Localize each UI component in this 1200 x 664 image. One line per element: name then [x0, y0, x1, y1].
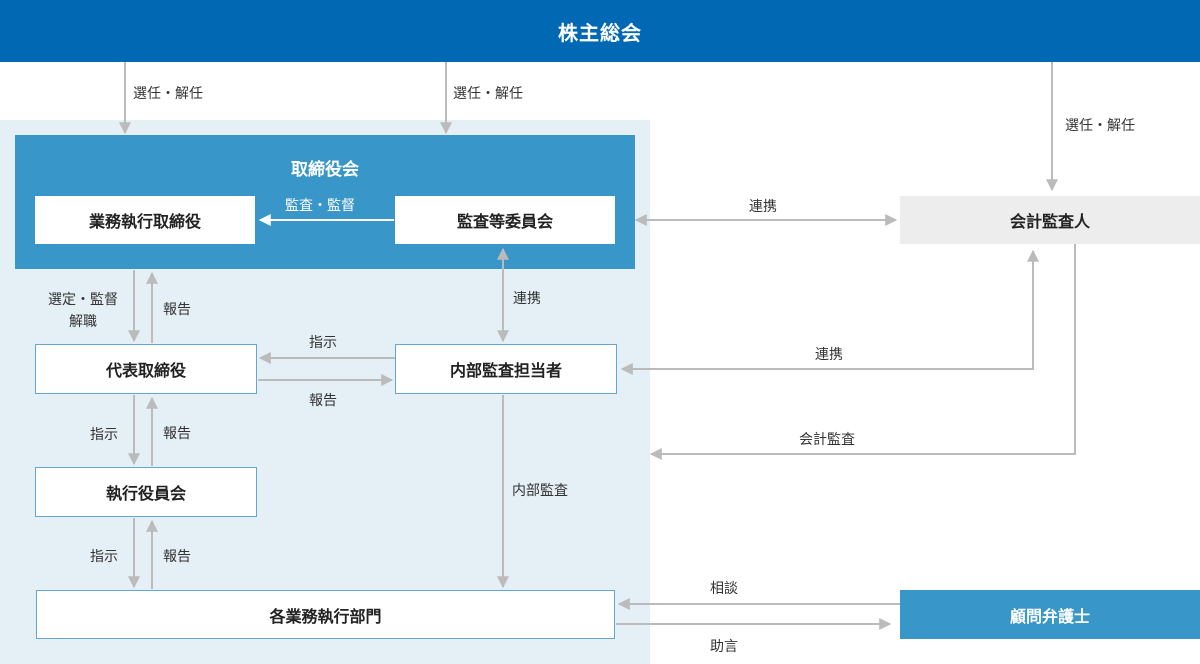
representative-director-box: 代表取締役 [35, 344, 257, 394]
label-audit-supervise: 監査・監督 [285, 198, 355, 214]
label-accounting-audit: 会計監査 [799, 432, 855, 448]
audit-committee-box: 監査等委員会 [395, 196, 615, 244]
label-consultation: 相談 [710, 581, 738, 597]
label-select-supervise-line2: 解職 [69, 314, 97, 330]
label-instruction-3: 指示 [90, 549, 118, 565]
accounting-auditor-box: 会計監査人 [900, 196, 1200, 244]
business-departments-box: 各業務執行部門 [36, 590, 615, 639]
board-title: 取締役会 [291, 160, 359, 180]
arrow-accounting-audit [649, 244, 1076, 460]
label-advice: 助言 [710, 639, 738, 655]
label-cooperation-auditor-internal: 連携 [815, 347, 843, 363]
internal-audit-staff-box: 内部監査担当者 [395, 344, 617, 394]
executive-directors-box: 業務執行取締役 [35, 196, 255, 244]
legal-advisor-box: 顧問弁護士 [900, 590, 1200, 639]
label-cooperation-auditor-committee: 連携 [749, 199, 777, 215]
label-cooperation-committee-internal: 連携 [513, 291, 541, 307]
label-elect-dismiss-2: 選任・解任 [453, 86, 523, 102]
label-elect-dismiss-3: 選任・解任 [1065, 118, 1135, 134]
label-instruction-1: 指示 [309, 335, 337, 351]
executive-officers-committee-box: 執行役員会 [35, 467, 257, 517]
label-report-3: 報告 [163, 426, 191, 442]
label-report-2: 報告 [309, 393, 337, 409]
label-internal-audit: 内部監査 [512, 483, 568, 499]
label-report-4: 報告 [163, 549, 191, 565]
arrow-auditor-internal [620, 249, 1039, 375]
label-select-supervise-line1: 選定・監督 [48, 292, 118, 308]
label-elect-dismiss-1: 選任・解任 [133, 86, 203, 102]
shareholders-meeting: 株主総会 [0, 0, 1200, 62]
label-select-supervise: 選定・監督 解職 [40, 289, 126, 333]
label-report-1: 報告 [163, 302, 191, 318]
label-instruction-2: 指示 [90, 427, 118, 443]
